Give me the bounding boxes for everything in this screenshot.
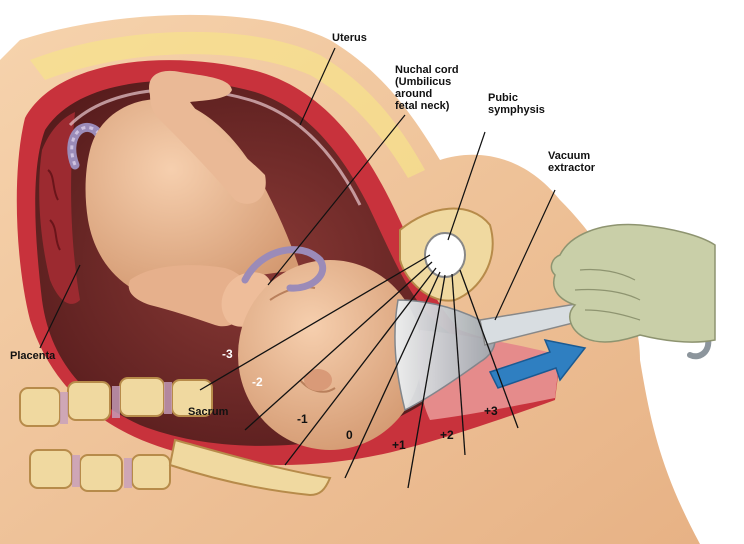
fetus-leg (149, 70, 266, 204)
label-nuchal-cord: Nuchal cord (Umbilicus around fetal neck… (395, 64, 459, 112)
traction-arrow (488, 338, 587, 389)
station-plus-2: +2 (440, 428, 454, 442)
station-lines (199, 254, 519, 489)
spine (19, 377, 332, 497)
label-uterus: Uterus (332, 32, 367, 44)
station-minus-2: -2 (252, 375, 263, 389)
nuchal-cord-loop (241, 246, 326, 292)
label-pubic-symphysis: Pubic symphysis (488, 92, 545, 116)
station-plus-1: +1 (392, 438, 406, 452)
label-vacuum-extractor: Vacuum extractor (548, 150, 596, 174)
station-minus-3: -3 (222, 347, 233, 361)
leader-lines (39, 47, 556, 349)
gloved-hand (550, 223, 716, 343)
station-plus-3: +3 (484, 404, 498, 418)
label-sacrum: Sacrum (188, 406, 229, 418)
fetus-head (238, 260, 422, 450)
station-0: 0 (346, 428, 353, 442)
station-minus-1: -1 (297, 412, 308, 426)
vacuum-cup (394, 299, 496, 412)
label-placenta: Placenta (10, 350, 56, 362)
fetus-body (85, 99, 300, 300)
